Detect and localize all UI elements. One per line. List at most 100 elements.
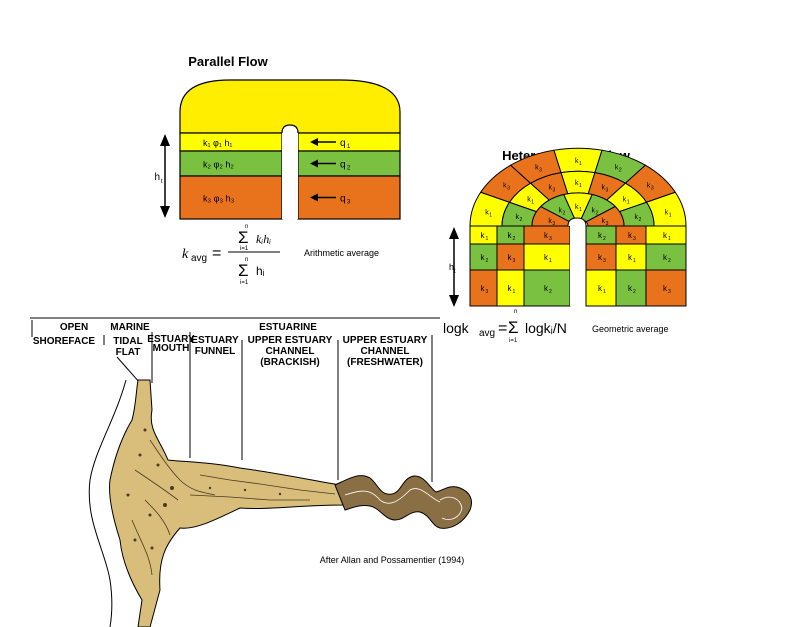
het-left-cell-1-0-sub: 2 <box>486 258 489 264</box>
het-arch-outer-2-sub: 3 <box>539 167 542 173</box>
het-left-cell-1-1-label: k <box>508 253 513 262</box>
het-thickness-sub: t <box>454 269 456 275</box>
zone-fresh-2: CHANNEL <box>361 346 410 357</box>
well-top <box>281 124 299 134</box>
het-well-bore <box>570 226 585 306</box>
flow-label-2: q <box>340 160 346 171</box>
het-thickness-arrow: h t <box>449 227 459 307</box>
het-arch-outer-3-label: k <box>575 158 579 165</box>
het-left-cell-0-1-sub: 2 <box>513 236 516 242</box>
het-left-cell-2-2 <box>523 269 571 307</box>
sum-top-upper: n <box>245 224 248 230</box>
het-right-cell-2-1-sub: 2 <box>633 289 636 295</box>
het-arch-middle-6-sub: 2 <box>638 217 641 223</box>
coastline <box>88 379 127 627</box>
thickness-label: h <box>154 172 160 183</box>
zone-mouth-2: MOUTH <box>153 343 190 354</box>
het-right-cell-0-0-sub: 2 <box>603 236 606 242</box>
het-left-cell-2-1-sub: 1 <box>513 289 516 295</box>
geometric-formula: logk avg = n Σ i=1 logkᵢ/N Geometric ave… <box>443 309 669 344</box>
zone-mouth-1: ESTUARY <box>147 334 195 345</box>
het-right-cell-1-1-label: k <box>628 253 633 262</box>
flow-sub-2: 2 <box>347 166 351 172</box>
het-arch-outer-0-label: k <box>485 209 489 216</box>
het-right-cell-0-1-label: k <box>628 231 633 240</box>
zone-fresh-1: UPPER ESTUARY <box>343 335 428 346</box>
geo-equals: = <box>498 320 507 337</box>
het-arch-outer-2-label: k <box>535 164 539 171</box>
het-left-cell-2-0-sub: 3 <box>486 289 489 295</box>
het-arch-inner-2-label: k <box>575 204 579 211</box>
channel-texture <box>131 439 336 576</box>
het-arch-inner-0-label: k <box>548 218 552 225</box>
het-arch-middle-2-label: k <box>549 184 553 191</box>
het-left-cell-2-1 <box>496 269 525 307</box>
parallel-layer-left-3 <box>179 175 283 220</box>
het-right-cell-0-2-sub: 1 <box>668 236 671 242</box>
het-right-cell-0-0-label: k <box>598 231 603 240</box>
het-arch-outer-4-sub: 2 <box>619 167 622 173</box>
flow-label-3: q <box>340 194 346 205</box>
geo-sum-sign: Σ <box>508 318 519 337</box>
thickness-sub: t <box>161 179 163 185</box>
parallel-layer-left-2 <box>179 150 283 177</box>
het-right-cell-2-2-label: k <box>663 284 668 293</box>
het-arch-middle-3-sub: 1 <box>579 183 582 189</box>
het-left-cell-1-2-label: k <box>544 253 549 262</box>
het-left-cell-0-0-sub: 1 <box>486 236 489 242</box>
het-arch-middle-1-sub: 1 <box>531 200 534 206</box>
parallel-layer-label-3: k₃ φ₃ h₃ <box>203 194 235 204</box>
flow-label-1: q <box>340 138 346 149</box>
het-arch-middle-4-label: k <box>601 184 605 191</box>
flow-sub-1: 1 <box>347 144 351 150</box>
het-arch-outer-4-label: k <box>615 164 619 171</box>
arithmetic-formula: k avg = n Σ i=1 kᵢhᵢ n Σ i=1 hᵢ Arithmet… <box>182 224 379 286</box>
kavg-k: k <box>182 247 189 262</box>
zone-brackish-2: CHANNEL <box>266 346 315 357</box>
het-arch-outer-5-label: k <box>647 183 651 190</box>
het-arch-middle-5-label: k <box>623 197 627 204</box>
het-arch-middle-2-sub: 3 <box>553 187 556 193</box>
het-arch-inner-0-sub: 3 <box>552 221 555 227</box>
zone-tidal-flat-1: TIDAL <box>113 336 142 347</box>
logk-sub: avg <box>479 328 495 339</box>
sum-top-lower: i=1 <box>240 246 249 252</box>
het-right-cell-2-1-label: k <box>628 284 633 293</box>
het-arch-middle-4-sub: 3 <box>605 187 608 193</box>
kavg-sub: avg <box>191 253 207 264</box>
source-credit: After Allan and Possamentier (1994) <box>320 555 465 565</box>
zone-funnel-2: FUNNEL <box>195 346 236 357</box>
het-right-cell-1-2-label: k <box>663 253 668 262</box>
heading-marine: MARINE <box>110 322 150 333</box>
well-bore <box>282 133 298 219</box>
het-thickness-label: h <box>449 262 454 272</box>
het-arch-inner-3-label: k <box>591 208 595 215</box>
het-arch-inner-2-sub: 1 <box>579 207 582 213</box>
channel-dots <box>126 428 282 550</box>
het-arch-outer-0-sub: 1 <box>489 212 492 218</box>
het-left-cell-2-2-sub: 2 <box>549 289 552 295</box>
het-left-cell-0-1-label: k <box>508 231 513 240</box>
het-right-cell-2-2-sub: 3 <box>668 289 671 295</box>
het-right-cell-0-2-label: k <box>663 231 668 240</box>
parallel-flow-title: Parallel Flow <box>188 54 268 69</box>
upper-channel-bedding <box>344 488 463 520</box>
het-right-cell-1-0-label: k <box>598 253 603 262</box>
het-right-cell-0-1-sub: 3 <box>633 236 636 242</box>
het-right-cell-2-2 <box>645 269 687 307</box>
zone-dividers <box>31 320 433 482</box>
zone-funnel-1: ESTUARY <box>191 335 239 346</box>
het-left-cell-0-2-label: k <box>544 231 549 240</box>
logk-label: logk <box>443 320 470 336</box>
het-arch-middle-0-label: k <box>516 214 520 221</box>
sum-bottom-lower: i=1 <box>240 280 249 286</box>
het-well-top <box>567 217 587 227</box>
heading-open: OPEN <box>60 322 88 333</box>
parallel-layer-label-1: k₁ φ₁ h₁ <box>203 138 232 148</box>
het-arch-outer-1-sub: 3 <box>507 186 510 192</box>
het-arch-middle-3-label: k <box>575 180 579 187</box>
